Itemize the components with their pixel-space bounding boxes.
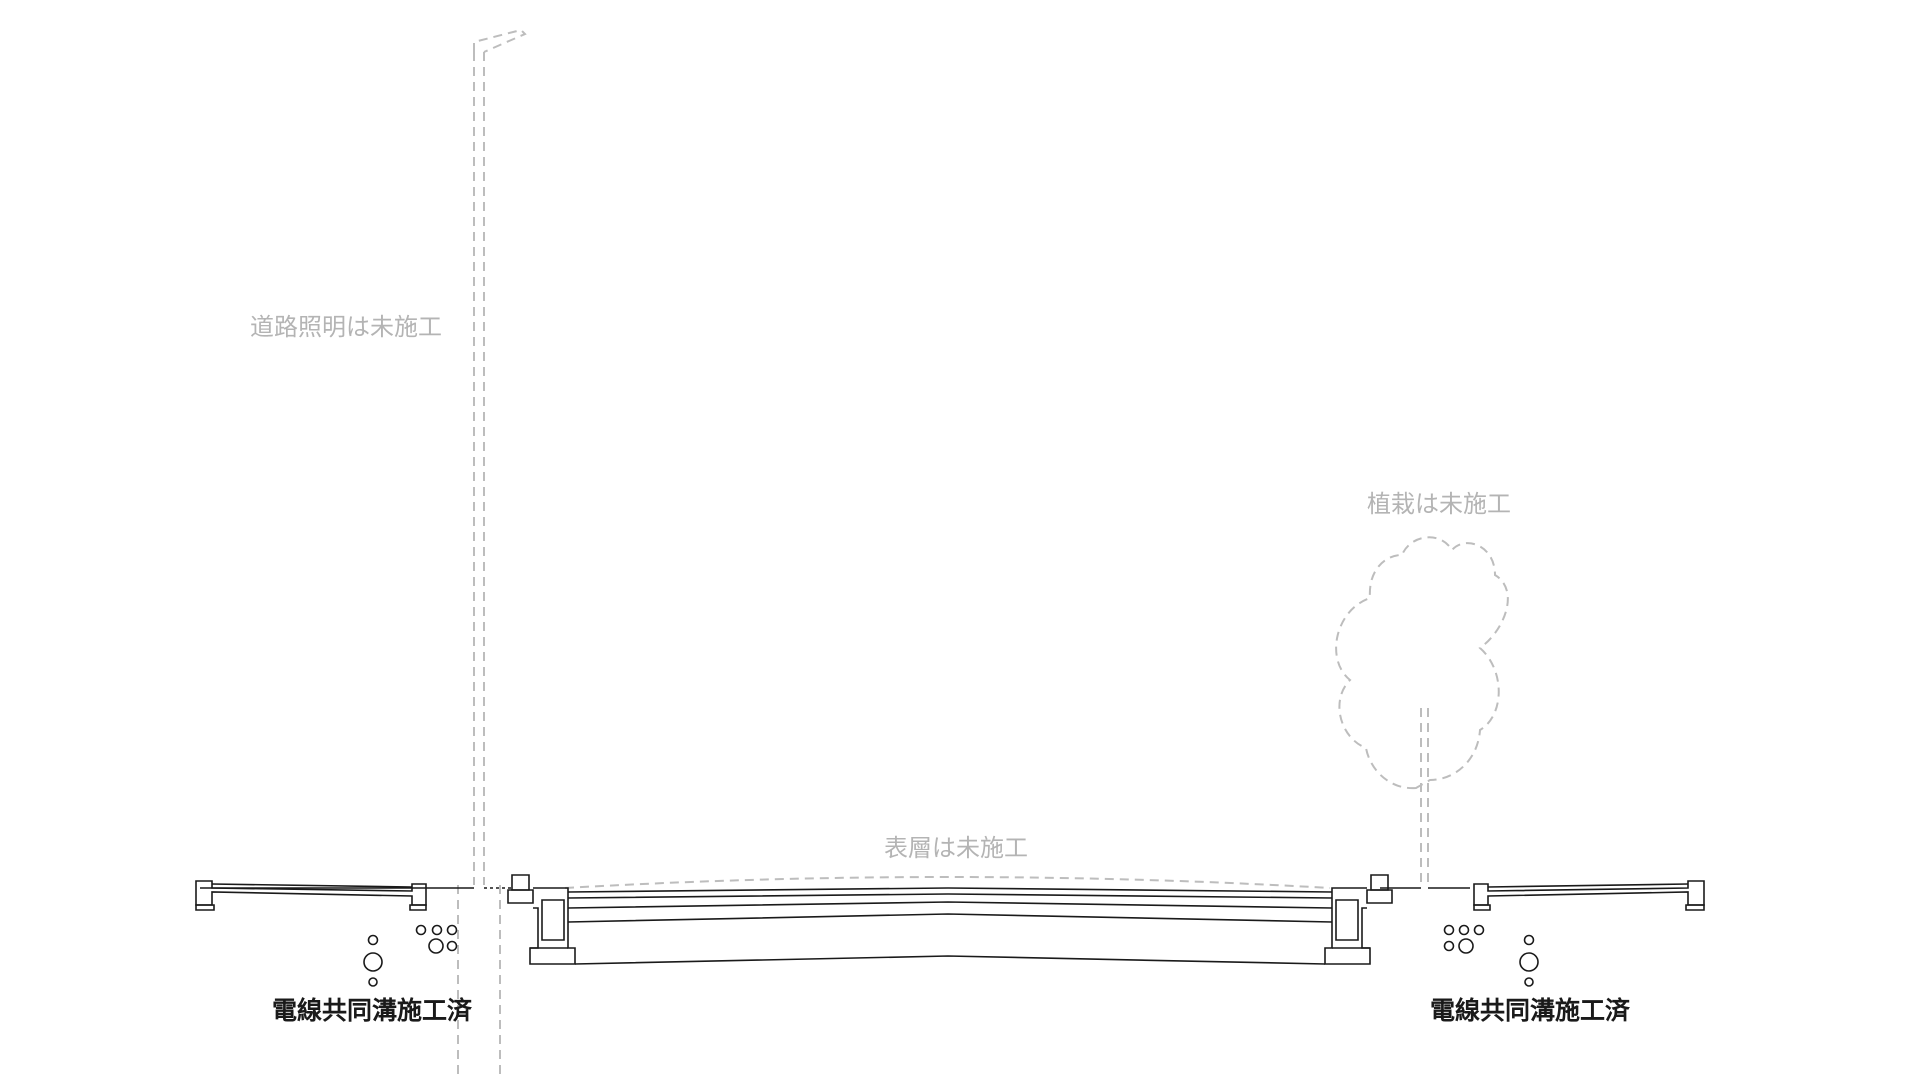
surface-layer-pending-label: 表層は未施工	[884, 834, 1028, 862]
conduit-icon	[415, 924, 427, 936]
conduit-icon	[368, 977, 378, 987]
conduit-icon	[1524, 977, 1534, 987]
conduit-icon	[1458, 938, 1474, 954]
right-curb	[1324, 874, 1393, 965]
left-sidewalk	[195, 880, 427, 911]
conduit-icon	[363, 952, 383, 972]
conduit-icon	[428, 938, 444, 954]
right-utility-conduits	[1443, 924, 1539, 987]
tree-icon	[1335, 536, 1509, 888]
conduit-icon	[1443, 940, 1455, 952]
roadway-pavement-layers	[567, 887, 1333, 965]
surface-layer-outline	[564, 876, 1331, 889]
conduit-icon	[1458, 924, 1470, 936]
conduit-icon	[1443, 924, 1455, 936]
conduit-icon	[446, 924, 458, 936]
left-utility-trench-completed-label: 電線共同溝施工済	[272, 996, 473, 1025]
conduit-icon	[1523, 934, 1535, 946]
conduit-icon	[1473, 924, 1485, 936]
planting-pending-label: 植栽は未施工	[1367, 490, 1511, 518]
left-utility-conduits	[363, 924, 458, 987]
left-curb	[507, 874, 576, 965]
conduit-icon	[1519, 952, 1539, 972]
right-sidewalk	[1473, 880, 1705, 911]
road-lighting-pending-label: 道路照明は未施工	[250, 313, 442, 341]
right-utility-trench-completed-label: 電線共同溝施工済	[1430, 996, 1631, 1025]
conduit-icon	[367, 934, 379, 946]
conduit-icon	[431, 924, 443, 936]
street-light-icon	[457, 28, 527, 1080]
conduit-icon	[446, 940, 458, 952]
